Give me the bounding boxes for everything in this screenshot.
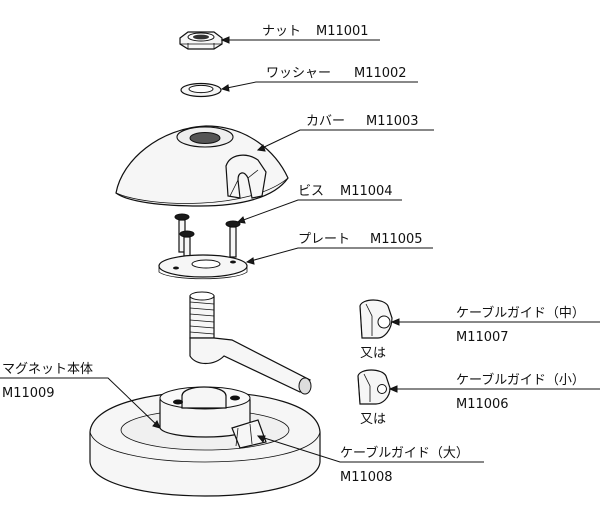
label-washer-code: M11002 bbox=[354, 66, 407, 81]
cover-drawing bbox=[115, 125, 289, 207]
cable-guide-medium-drawing bbox=[359, 299, 393, 339]
label-screw-code: M11004 bbox=[340, 184, 393, 199]
label-guide-medium-name: ケーブルガイド（中） bbox=[456, 305, 585, 321]
label-magnet-body-code: M11009 bbox=[2, 386, 55, 401]
label-cover-code: M11003 bbox=[366, 114, 419, 129]
label-alt-2: 又は bbox=[360, 412, 386, 427]
label-nut-name: ナット bbox=[262, 24, 301, 39]
part-labels: ナット M11001 ワッシャー M11002 カバー M11003 ビス M1… bbox=[2, 24, 585, 485]
plate-drawing bbox=[158, 254, 248, 280]
magnet-body-drawing bbox=[89, 386, 321, 497]
label-nut-code: M11001 bbox=[316, 24, 369, 39]
label-cover-name: カバー bbox=[306, 114, 345, 129]
cable-guide-small-drawing bbox=[357, 369, 391, 405]
label-washer-name: ワッシャー bbox=[266, 66, 331, 81]
label-guide-small-name: ケーブルガイド（小） bbox=[456, 372, 585, 388]
leader-lines bbox=[0, 36, 600, 463]
label-guide-small-code: M11006 bbox=[456, 397, 509, 412]
label-magnet-body-name: マグネット本体 bbox=[2, 362, 93, 377]
label-guide-medium-code: M11007 bbox=[456, 330, 509, 345]
threaded-rod-drawing bbox=[189, 291, 312, 395]
nut-drawing bbox=[179, 31, 223, 50]
label-guide-large-code: M11008 bbox=[340, 470, 393, 485]
label-guide-large-name: ケーブルガイド（大） bbox=[340, 445, 469, 461]
label-plate-code: M11005 bbox=[370, 232, 423, 247]
label-plate-name: プレート bbox=[298, 232, 350, 247]
label-alt-1: 又は bbox=[360, 346, 386, 361]
label-screw-name: ビス bbox=[298, 184, 324, 199]
screw-drawing bbox=[174, 213, 241, 270]
washer-drawing bbox=[180, 82, 222, 98]
